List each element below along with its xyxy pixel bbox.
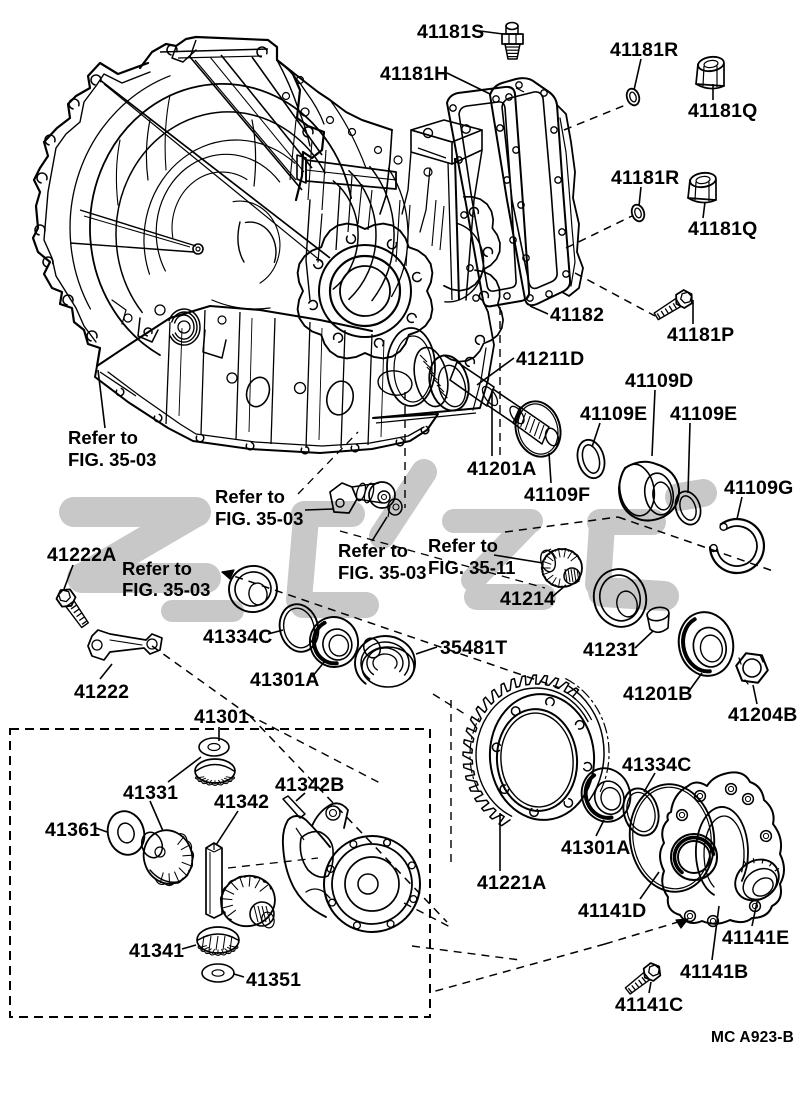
svg-text:41181P: 41181P (667, 324, 734, 346)
svg-text:Refer to: Refer to (122, 558, 192, 579)
svg-text:41182: 41182 (550, 304, 604, 326)
svg-text:41141C: 41141C (615, 994, 683, 1016)
svg-text:41351: 41351 (246, 969, 301, 991)
svg-text:Refer to: Refer to (428, 535, 498, 556)
svg-text:41181Q: 41181Q (688, 100, 758, 122)
svg-text:41141D: 41141D (578, 900, 646, 922)
svg-text:41301: 41301 (194, 706, 249, 728)
svg-text:MC A923-B: MC A923-B (711, 1029, 794, 1046)
svg-text:41181Q: 41181Q (688, 218, 758, 240)
svg-text:FIG. 35-03: FIG. 35-03 (215, 508, 303, 529)
svg-text:41109E: 41109E (670, 403, 737, 425)
svg-text:41214: 41214 (500, 588, 555, 610)
svg-text:35481T: 35481T (440, 637, 507, 659)
svg-text:Refer to: Refer to (215, 486, 285, 507)
svg-text:41141B: 41141B (680, 961, 748, 983)
svg-text:41301A: 41301A (561, 837, 631, 859)
svg-text:41109D: 41109D (625, 370, 693, 392)
svg-text:41109G: 41109G (724, 477, 794, 499)
svg-text:41141E: 41141E (722, 927, 789, 949)
svg-text:41301A: 41301A (250, 669, 320, 691)
svg-text:41109F: 41109F (524, 484, 590, 506)
svg-text:FIG. 35-03: FIG. 35-03 (68, 449, 156, 470)
svg-text:41181S: 41181S (417, 21, 484, 43)
svg-text:41231: 41231 (583, 639, 638, 661)
svg-text:FIG. 35-03: FIG. 35-03 (338, 562, 426, 583)
svg-text:41201B: 41201B (623, 683, 693, 705)
svg-text:41331: 41331 (123, 782, 178, 804)
svg-text:41181H: 41181H (380, 63, 448, 85)
svg-text:41342B: 41342B (275, 774, 345, 796)
svg-text:41222: 41222 (74, 681, 129, 703)
svg-text:41334C: 41334C (203, 626, 273, 648)
svg-text:41334C: 41334C (622, 754, 692, 776)
svg-text:41341: 41341 (129, 940, 184, 962)
svg-text:41361: 41361 (45, 819, 100, 841)
svg-text:41109E: 41109E (580, 403, 647, 425)
svg-text:41222A: 41222A (47, 544, 117, 566)
svg-text:41211D: 41211D (516, 348, 584, 370)
svg-text:41342: 41342 (214, 791, 269, 813)
svg-text:41181R: 41181R (611, 167, 679, 189)
svg-text:FIG. 35-11: FIG. 35-11 (428, 557, 515, 578)
svg-text:41221A: 41221A (477, 872, 547, 894)
svg-text:Refer to: Refer to (68, 427, 138, 448)
svg-text:41201A: 41201A (467, 458, 537, 480)
svg-text:41204B: 41204B (728, 704, 798, 726)
svg-text:Refer to: Refer to (338, 540, 408, 561)
svg-text:FIG. 35-03: FIG. 35-03 (122, 579, 210, 600)
svg-text:41181R: 41181R (610, 39, 678, 61)
